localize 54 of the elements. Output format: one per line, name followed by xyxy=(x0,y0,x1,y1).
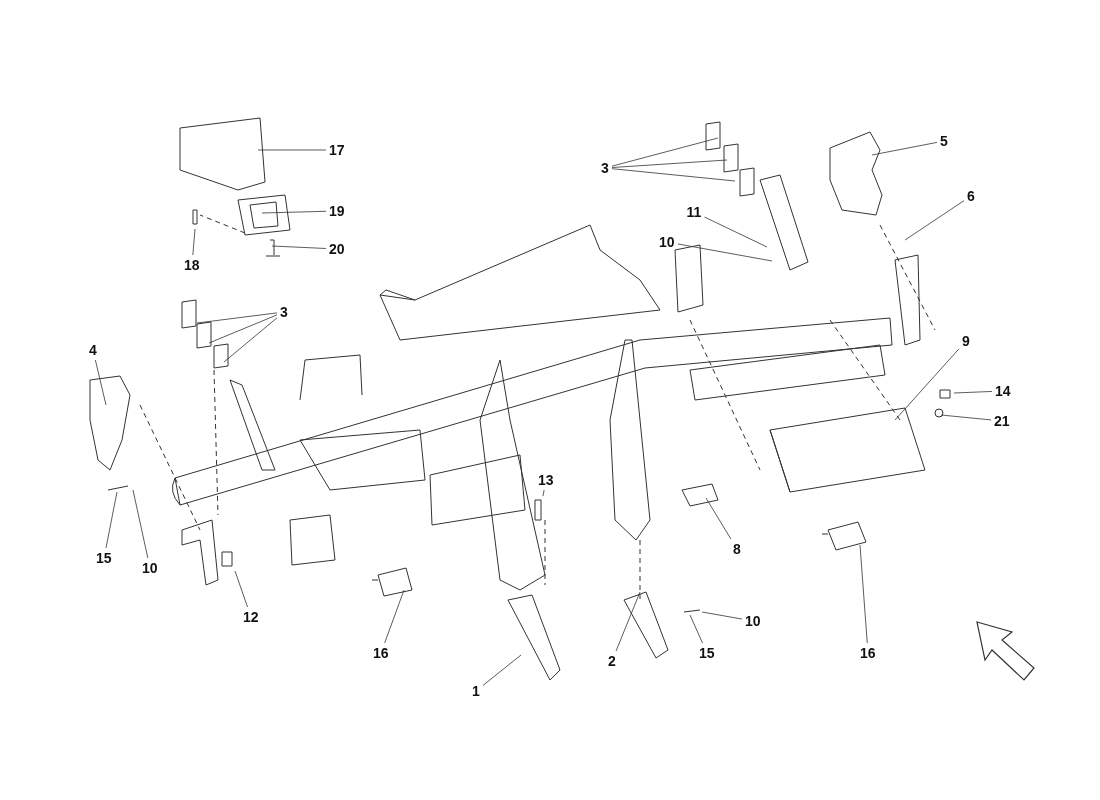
leader-line xyxy=(542,489,545,497)
leader-line xyxy=(871,141,938,156)
callout-number: 18 xyxy=(183,257,201,273)
callout-number: 10 xyxy=(658,234,676,250)
callout-number: 12 xyxy=(242,609,260,625)
callout-number: 6 xyxy=(966,188,976,204)
callout-number: 11 xyxy=(685,204,703,220)
leader-line xyxy=(223,317,278,363)
callout-number: 1 xyxy=(471,683,481,699)
callout-number: 15 xyxy=(698,645,716,661)
callout-number: 16 xyxy=(859,645,877,661)
leader-line xyxy=(615,591,641,652)
leader-line xyxy=(894,348,960,421)
leader-line xyxy=(234,570,248,608)
leader-line xyxy=(611,159,728,168)
callout-number: 20 xyxy=(328,241,346,257)
leader-line xyxy=(132,489,149,559)
callout-number: 17 xyxy=(328,142,346,158)
leader-line xyxy=(953,391,993,394)
callout-number: 3 xyxy=(600,160,610,176)
leader-line xyxy=(689,614,703,644)
callout-number: 16 xyxy=(372,645,390,661)
leader-line xyxy=(701,611,743,620)
leader-line xyxy=(611,168,736,182)
leader-line xyxy=(196,312,278,324)
leader-line xyxy=(904,200,965,241)
callout-number: 19 xyxy=(328,203,346,219)
leader-line xyxy=(940,414,992,421)
callout-number: 13 xyxy=(537,472,555,488)
callout-number: 9 xyxy=(961,333,971,349)
leader-line xyxy=(208,314,278,344)
leader-line xyxy=(482,654,522,686)
leader-line xyxy=(271,245,327,249)
callout-number: 14 xyxy=(994,383,1012,399)
leader-line xyxy=(257,149,327,151)
leader-line xyxy=(705,497,732,540)
leader-line xyxy=(105,491,118,549)
callout-number: 10 xyxy=(744,613,762,629)
leader-line xyxy=(704,216,768,248)
callout-number: 2 xyxy=(607,653,617,669)
leader-line xyxy=(859,544,868,644)
leader-line xyxy=(192,228,196,256)
callout-number: 10 xyxy=(141,560,159,576)
callout-number: 3 xyxy=(279,304,289,320)
callout-number: 15 xyxy=(95,550,113,566)
leader-line xyxy=(94,359,107,406)
callout-number: 8 xyxy=(732,541,742,557)
callout-number: 21 xyxy=(993,413,1011,429)
leader-line xyxy=(677,243,773,262)
leader-line xyxy=(261,210,327,214)
callout-number: 5 xyxy=(939,133,949,149)
leader-line xyxy=(384,589,405,644)
leader-line xyxy=(611,137,719,167)
callout-number: 4 xyxy=(88,342,98,358)
